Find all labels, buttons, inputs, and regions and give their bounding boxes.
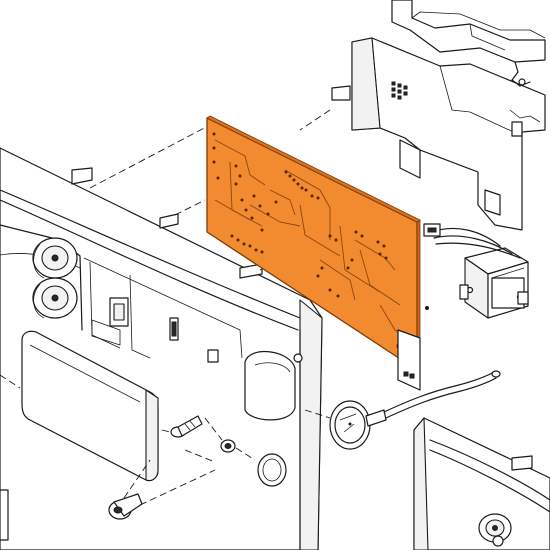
pressure-gauge[interactable] <box>329 400 387 450</box>
retaining-clip[interactable] <box>220 439 236 453</box>
fixing-screw[interactable] <box>170 415 203 438</box>
transformer[interactable] <box>459 247 529 319</box>
housing-frame-top <box>391 0 546 87</box>
left-knob-ring-lower[interactable] <box>32 277 78 319</box>
bracket-vent-holes <box>391 81 408 100</box>
printed-circuit-board[interactable] <box>206 115 421 371</box>
transformer-wires <box>423 223 521 259</box>
control-knob[interactable] <box>108 493 143 520</box>
assembly-lines <box>0 109 331 506</box>
panel-recess <box>0 224 243 363</box>
rear-casing-panel <box>413 417 550 550</box>
front-control-panel[interactable] <box>0 147 323 550</box>
side-panel-edge <box>0 489 9 541</box>
pcb-traces <box>214 139 411 341</box>
gauge-opening <box>257 453 287 487</box>
left-knob-ring-upper[interactable] <box>32 237 78 279</box>
mounting-bracket[interactable] <box>331 37 546 231</box>
flap-cover[interactable] <box>21 330 159 482</box>
right-display-window <box>244 350 303 421</box>
gauge-capillary <box>383 370 501 419</box>
pcb-support-tab <box>397 306 429 391</box>
pcb-components <box>212 132 404 350</box>
